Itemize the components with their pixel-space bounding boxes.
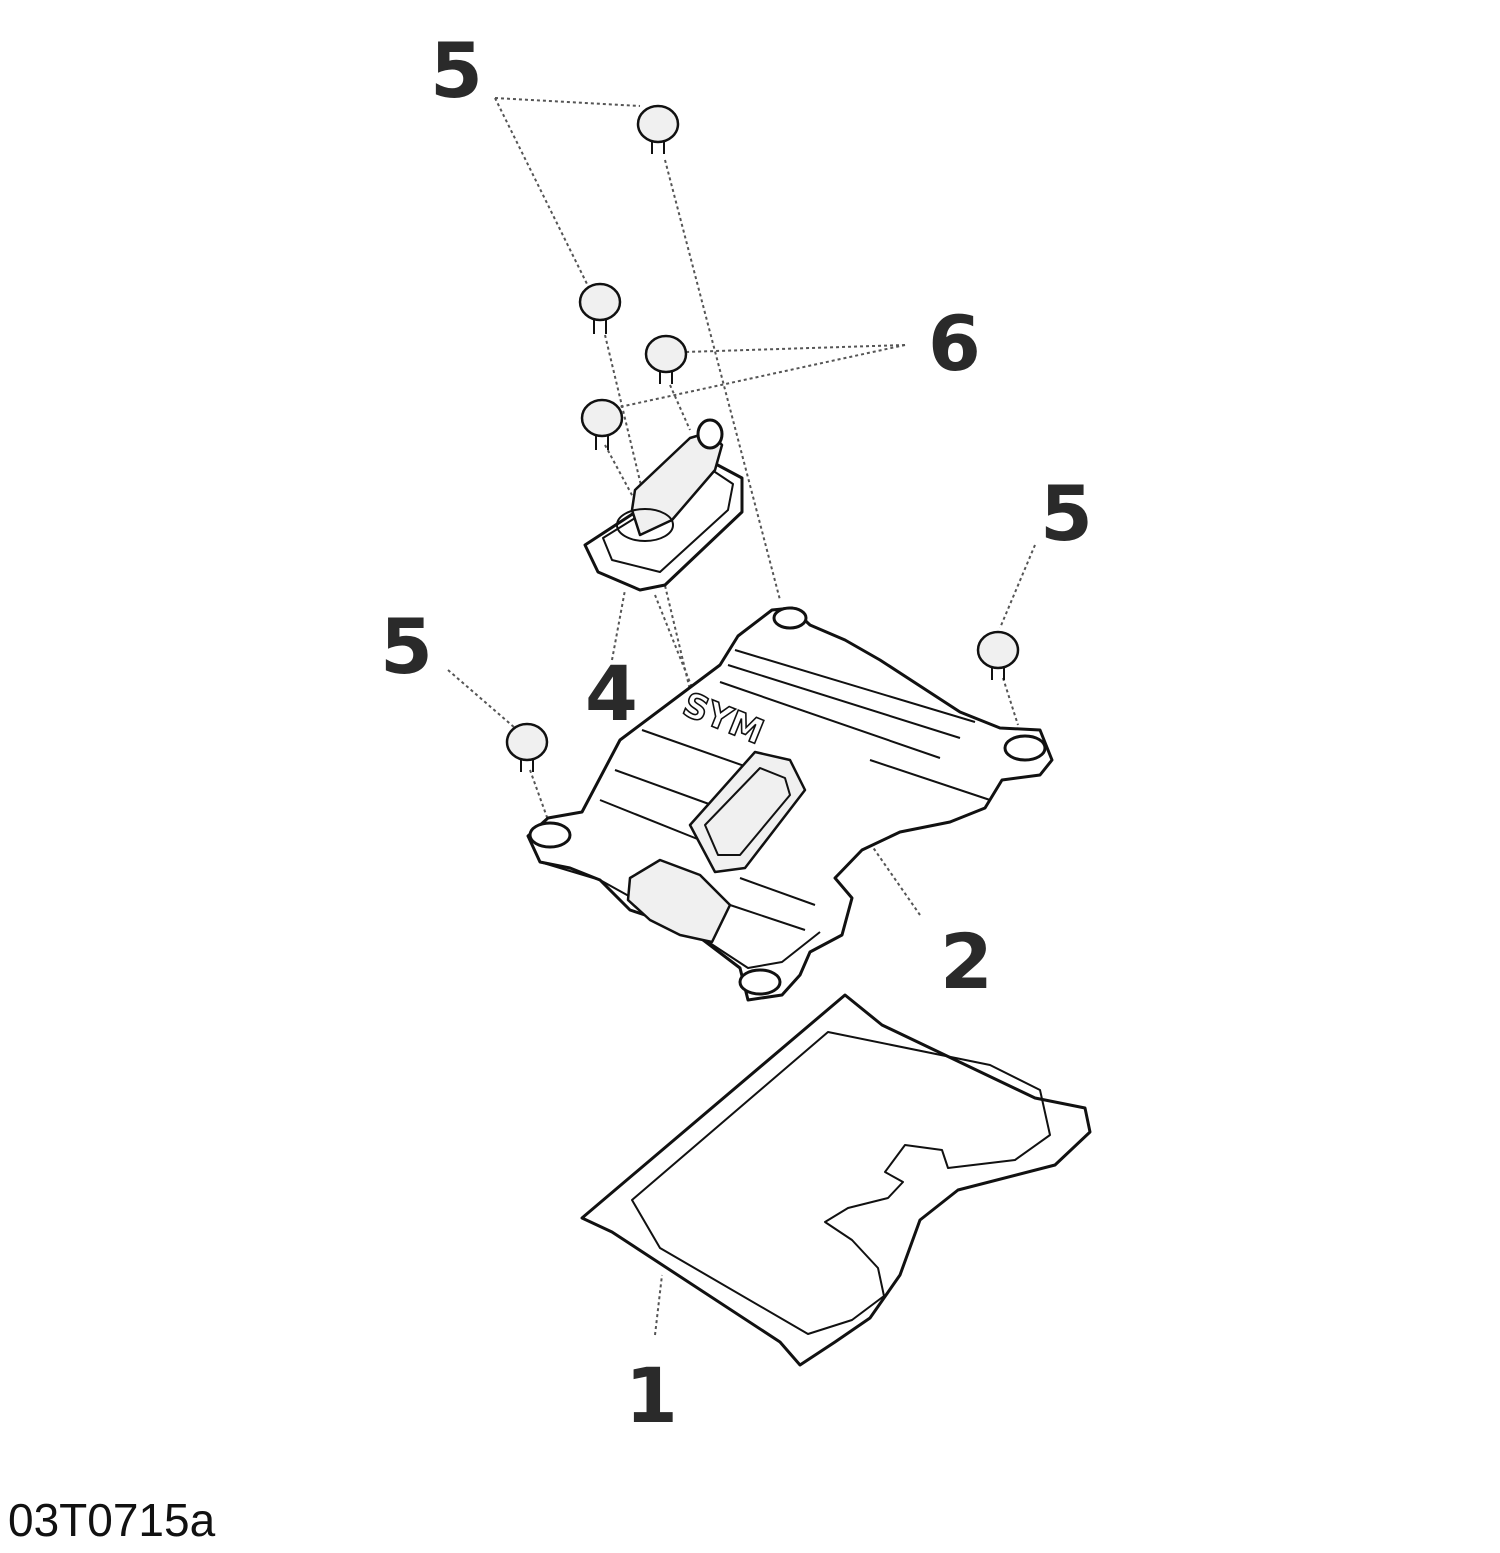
bolt-thread xyxy=(520,758,534,772)
leader-5-top-to-bolt-b xyxy=(494,97,591,291)
leader-breather-to-cover xyxy=(654,594,706,721)
callout-bolts-left: 5 xyxy=(380,602,433,691)
valve-cover-ridge-7 xyxy=(739,877,816,906)
figure-code: 03T0715a xyxy=(8,1494,216,1546)
bolt-5-right xyxy=(976,630,1020,680)
callout-bolts-right: 5 xyxy=(1040,469,1093,558)
gasket-outer-outline xyxy=(580,993,1092,1367)
valve-cover-left-lug xyxy=(528,821,572,849)
bolt-thread xyxy=(991,666,1005,680)
breather-cover-nipple-end xyxy=(696,418,724,450)
bolt-6-left xyxy=(580,398,624,450)
valve-cover-breather-port xyxy=(688,750,807,874)
valve-cover-ridge-6 xyxy=(599,799,701,841)
valve-cover-ridge-9 xyxy=(869,759,991,801)
bolt-thread xyxy=(593,318,607,334)
valve-cover-spark-plug-boss xyxy=(626,858,732,944)
leader-1-to-gasket xyxy=(654,1274,663,1336)
gasket xyxy=(580,993,1092,1367)
bolt-thread xyxy=(595,434,609,450)
bolt-head xyxy=(636,104,680,144)
leader-bolt-c-to-breather xyxy=(669,384,691,431)
callout-valve-cover: 2 xyxy=(940,917,993,1006)
leader-5-left-to-bolt xyxy=(447,669,516,729)
breather-cover xyxy=(583,418,744,592)
valve-cover-right-lug xyxy=(1003,734,1047,762)
leader-6-to-bolt-d xyxy=(614,344,906,409)
valve-cover-ridge-3 xyxy=(719,681,941,759)
valve-cover-breather-port-inner xyxy=(704,767,791,856)
valve-cover-ridge-2 xyxy=(727,664,961,739)
leader-5-right-to-bolt xyxy=(999,544,1036,629)
bolt-head xyxy=(580,398,624,438)
callout-gasket: 1 xyxy=(625,1351,678,1440)
bolt-head xyxy=(644,334,688,374)
leader-bolt-a-to-cover xyxy=(664,159,781,601)
valve-cover-bottom-lug xyxy=(738,968,782,996)
valve-cover-top-lug xyxy=(772,606,808,630)
leader-right-bolt-to-cover xyxy=(1002,677,1019,726)
bolt-6-right xyxy=(644,334,688,384)
valve-cover-lower-edge xyxy=(539,861,821,969)
leader-5-top-to-bolt-a xyxy=(494,97,641,107)
leader-6-to-bolt-c xyxy=(684,344,906,353)
bolt-head xyxy=(505,722,549,762)
bolt-5-top xyxy=(636,104,680,154)
callout-bolts-breather: 6 xyxy=(928,299,981,388)
gasket-inner-outline xyxy=(631,1031,1051,1335)
callout-breather-cover: 4 xyxy=(585,649,638,738)
bolt-5-upper-left xyxy=(578,282,622,334)
breather-cover-nipple-base xyxy=(616,508,674,542)
leader-left-bolt-to-cover xyxy=(529,769,549,821)
bolt-thread xyxy=(659,370,673,384)
bolt-5-left xyxy=(505,722,549,772)
bolt-head xyxy=(578,282,622,322)
valve-cover: SYM xyxy=(526,606,1054,1002)
bolt-thread xyxy=(651,140,665,154)
bolt-head xyxy=(976,630,1020,670)
valve-cover-ridge-1 xyxy=(734,649,976,723)
callout-bolts-top: 5 xyxy=(430,26,483,115)
valve-cover-ridge-8 xyxy=(729,904,806,931)
valve-cover-ridge-5 xyxy=(614,769,721,809)
callout-labels: 5 6 5 5 4 2 1 xyxy=(380,26,1093,1440)
bolts xyxy=(505,104,1020,772)
